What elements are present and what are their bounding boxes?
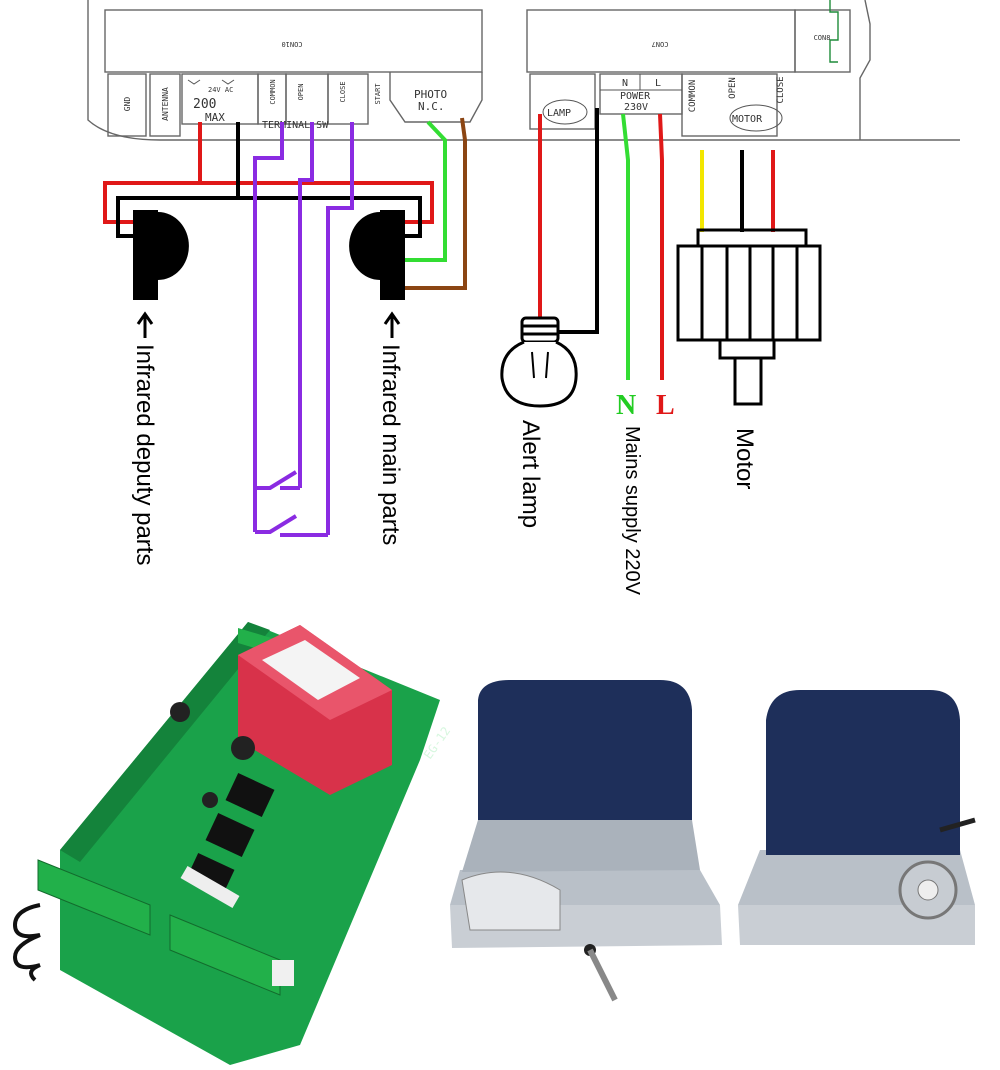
infrared-main-label: Infrared main parts <box>377 344 404 545</box>
voltage-label: 230V <box>624 102 648 113</box>
mains-live-label: L <box>656 390 675 421</box>
close-label: CLOSE <box>339 81 347 102</box>
terminal-sw-label: TERMINAL SW <box>262 120 329 131</box>
gate-motor-photo-front <box>450 680 722 1002</box>
max-current-value: 200 <box>193 97 216 112</box>
motor-terminal-label: MOTOR <box>732 114 763 125</box>
motor-close-label: CLOSE <box>776 76 786 103</box>
connector-far-label: CON8 <box>814 34 831 42</box>
photo-label: PHOTO <box>414 88 447 101</box>
max-label: MAX <box>205 111 225 124</box>
infrared-deputy-sensor <box>133 210 189 300</box>
motor-terminal-circle <box>729 104 783 132</box>
gnd-label: GND <box>123 97 132 112</box>
connector-left-label: CON10 <box>281 40 302 48</box>
mains-supply-label: Mains supply 220V <box>621 426 643 596</box>
control-board-photo: EG-12 <box>12 622 453 1065</box>
deputy-arrow-icon <box>136 311 154 338</box>
alert-lamp-bulb-icon <box>500 316 578 408</box>
motor-symbol-icon <box>676 228 822 406</box>
terminal-switch-wires <box>253 122 354 537</box>
alert-lamp-label: Alert lamp <box>517 420 544 528</box>
infrared-main-sensor <box>349 210 405 300</box>
antenna-label: ANTENNA <box>161 87 170 121</box>
connector-right-label: CON7 <box>652 40 669 48</box>
motor-open-label: OPEN <box>728 77 738 99</box>
mains-wires <box>621 113 664 380</box>
live-terminal-label: L <box>655 78 661 89</box>
motor-wires <box>700 150 775 232</box>
terminal-block-right-small <box>829 0 839 63</box>
control-board-outline <box>87 0 960 141</box>
lamp-wires <box>538 108 599 334</box>
main-arrow-icon <box>383 311 401 338</box>
motor-label: Motor <box>731 428 758 489</box>
motor-common-label: COMMON <box>688 80 698 113</box>
ac-voltage-label: 24V AC <box>208 86 233 94</box>
ir-power-wires <box>103 122 434 238</box>
lamp-label: LAMP <box>547 108 571 119</box>
photo-nc-label: N.C. <box>418 100 445 113</box>
common-label: COMMON <box>269 79 277 104</box>
infrared-deputy-label: Infrared deputy parts <box>131 344 158 565</box>
start-label: START <box>374 83 382 105</box>
power-label: POWER <box>620 91 651 102</box>
photo-wires <box>405 117 467 290</box>
lamp-terminal-circle <box>542 99 588 125</box>
open-label: OPEN <box>297 84 305 101</box>
gate-motor-photo-back <box>738 690 976 945</box>
neutral-terminal-label: N <box>622 78 628 89</box>
mains-neutral-label: N <box>616 390 636 421</box>
